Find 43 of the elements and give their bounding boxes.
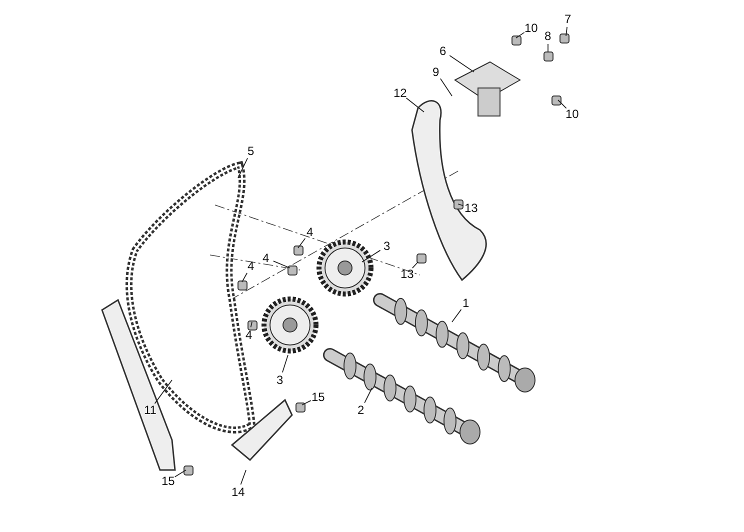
leader-line — [302, 400, 312, 406]
callout-number: 3 — [276, 374, 284, 386]
leader-line — [154, 380, 172, 404]
leader-line — [406, 98, 424, 112]
leader-line — [440, 78, 452, 96]
callout-number: 13 — [464, 202, 478, 214]
leader-line — [240, 470, 246, 485]
callout-number: 6 — [440, 44, 446, 58]
callout-number: 13 — [400, 268, 414, 280]
callout-number: 8 — [544, 30, 552, 42]
leader-line — [558, 100, 567, 109]
leader-line — [412, 262, 418, 269]
callout-number: 15 — [162, 474, 175, 488]
callout-number: 10 — [524, 22, 538, 34]
callout-number: 4 — [248, 260, 254, 272]
leader-line — [272, 260, 290, 268]
leader-line — [238, 158, 248, 178]
leader-line — [449, 55, 474, 72]
leader-line — [298, 238, 306, 248]
leader-line — [174, 470, 186, 478]
callout-number: 5 — [248, 144, 254, 158]
callout-number: 4 — [262, 252, 270, 264]
leader-line — [364, 388, 372, 404]
leader-line — [242, 272, 248, 282]
callout-number: 12 — [394, 86, 407, 100]
leader-line — [362, 250, 381, 262]
callout-number: 7 — [564, 12, 572, 26]
callout-number: 1 — [462, 296, 470, 310]
callout-number: 2 — [358, 404, 364, 416]
callout-number: 15 — [312, 390, 325, 404]
callout-number: 10 — [566, 108, 579, 120]
callout-number: 4 — [246, 328, 252, 342]
callout-number: 9 — [432, 66, 440, 78]
leader-line — [516, 32, 525, 38]
leader-line — [250, 322, 252, 328]
leader-line — [566, 26, 568, 36]
callout-number: 3 — [384, 240, 390, 252]
leader-line — [452, 309, 462, 322]
leader-line — [282, 354, 288, 373]
callout-number: 4 — [306, 226, 314, 238]
callout-number: 11 — [144, 404, 156, 416]
callout-number: 14 — [232, 486, 245, 498]
leader-line — [458, 204, 464, 206]
